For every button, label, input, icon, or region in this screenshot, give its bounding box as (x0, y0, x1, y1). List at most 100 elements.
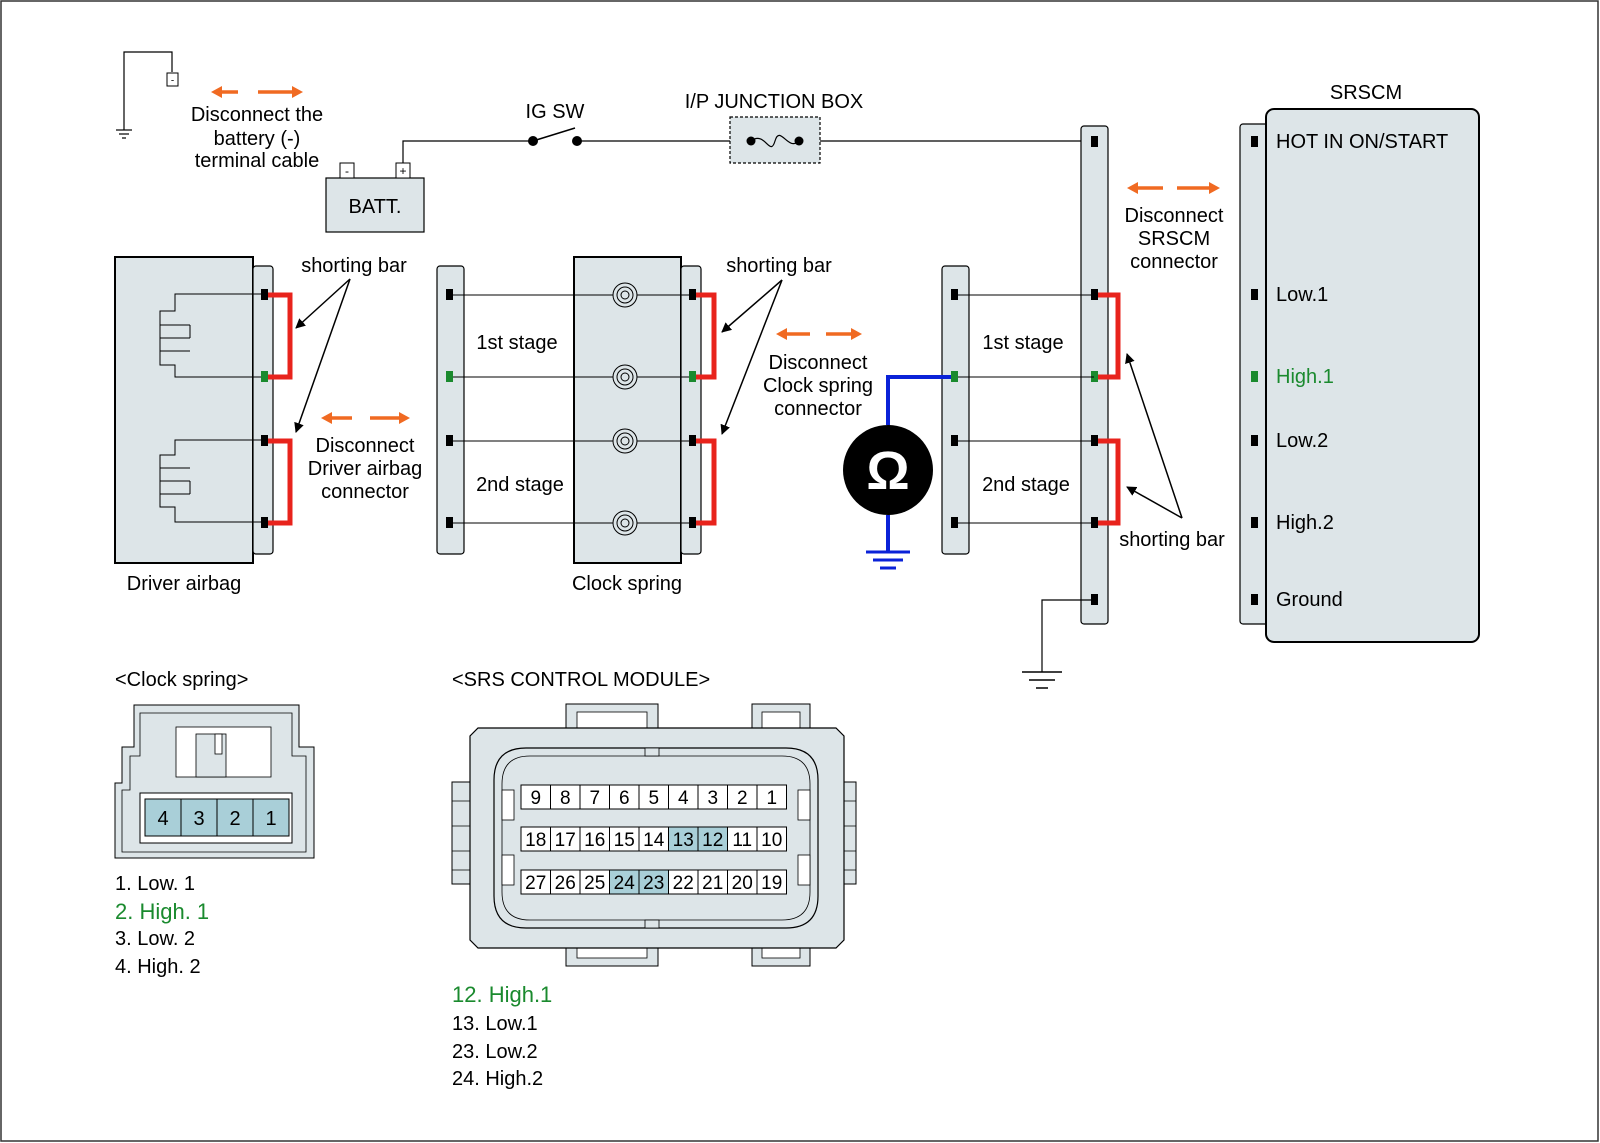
srscm-pin-low1: Low.1 (1276, 284, 1328, 306)
srscm-pin-low2: Low.2 (1276, 430, 1328, 452)
driver-airbag-body (114, 256, 254, 564)
clock-spring-pin-1: 1 (265, 808, 276, 830)
srs-pin-label: 27 (525, 873, 546, 894)
srs-pin-label: 16 (584, 830, 605, 851)
srs-pin-label: 9 (530, 788, 541, 809)
srs-pin-cell (520, 869, 551, 895)
srscm-harness-connector (1022, 125, 1121, 689)
clock-spring-connector-title: <Clock spring> (115, 669, 248, 691)
srs-pin-label: 11 (732, 830, 752, 851)
battery-disconnect-arrow (211, 86, 303, 98)
srs-pin-cell (668, 826, 699, 852)
srs-pin-cell (727, 826, 758, 852)
clock-spring-pin-3: 3 (193, 808, 204, 830)
driver-airbag-shorting-bar-label: shorting bar (301, 255, 407, 277)
srscm-body (1265, 108, 1480, 643)
srs-pin-label: 19 (761, 873, 782, 894)
harness-1st-stage-label: 1st stage (982, 332, 1063, 354)
srs-module-legend-3: 23. Low.2 (452, 1041, 538, 1063)
clock-spring: 1st stage 2nd stage Clock spring (436, 256, 717, 595)
coil-icon (612, 428, 638, 454)
srs-pin-label: 25 (584, 873, 605, 894)
srs-pin-cell (756, 869, 787, 895)
srscm-disconnect-arrow (1127, 182, 1220, 194)
srs-pin-label: 5 (648, 788, 659, 809)
ohmmeter: Ω (843, 375, 951, 570)
junction-box-label: I/P JUNCTION BOX (685, 91, 864, 113)
srscm-pin-high1: High.1 (1276, 366, 1334, 388)
srscm-disconnect-line-3: connector (1130, 251, 1218, 273)
srs-module-legend-4: 24. High.2 (452, 1068, 543, 1090)
driver-airbag-disconnect-line-1: Disconnect (316, 435, 415, 457)
srs-pin-cell (756, 826, 787, 852)
srs-pin-cell (638, 869, 669, 895)
battery-minus-sign: - (171, 76, 174, 87)
battery-terminal-plus: + (399, 164, 406, 178)
srscm-shorting-bar-label: shorting bar (1119, 529, 1225, 551)
driver-airbag-disconnect-line-2: Driver airbag (308, 458, 422, 480)
driver-airbag-disconnect-arrow (321, 412, 410, 424)
clock-spring-disconnect-line-3: connector (774, 398, 862, 420)
battery-label: BATT. (349, 196, 402, 218)
coil-icon (612, 364, 638, 390)
srs-pin-cell (727, 869, 758, 895)
srs-pin-label: 7 (589, 788, 600, 809)
battery-section: - Disconnect the battery (-) terminal ca… (116, 51, 530, 233)
srs-pin-label: 26 (555, 873, 576, 894)
srs-pin-cell (520, 826, 551, 852)
srs-pin-cell (668, 784, 699, 810)
ohmmeter-icon (843, 425, 933, 515)
clock-spring-disconnect-arrow (776, 328, 862, 340)
srs-pin-cell (609, 784, 640, 810)
srs-pin-label: 2 (737, 788, 748, 809)
srs-pin-label: 12 (702, 830, 723, 851)
srs-pin-cell (697, 784, 728, 810)
clock-spring-disconnect-line-2: Clock spring (763, 375, 873, 397)
srscm-module: SRSCM HOT IN ON/START Low.1 High.1 Low.2… (1125, 82, 1480, 643)
clock-spring-legend-2: 2. High. 1 (115, 899, 209, 924)
srs-pin-label: 15 (614, 830, 635, 851)
srs-pin-label: 14 (643, 830, 665, 851)
srs-pin-label: 20 (732, 873, 753, 894)
srs-pin-label: 4 (678, 788, 689, 809)
srs-pin-cell (550, 869, 581, 895)
srs-pin-label: 1 (766, 788, 777, 809)
srscm-pin-hot-in: HOT IN ON/START (1276, 131, 1448, 153)
srs-pin-label: 18 (525, 830, 546, 851)
clock-spring-pin-4: 4 (157, 808, 168, 830)
srs-pin-cell (697, 826, 728, 852)
srs-module-legend-2: 13. Low.1 (452, 1013, 538, 1035)
clock-spring-legend-1: 1. Low. 1 (115, 873, 195, 895)
srs-module-connector-title: <SRS CONTROL MODULE> (452, 669, 710, 691)
ig-sw-label: IG SW (526, 101, 585, 123)
srs-pin-cell (520, 784, 551, 810)
srs-pin-label: 13 (673, 830, 694, 851)
clock-spring-2nd-stage-label: 2nd stage (476, 474, 564, 496)
clock-spring-shorting-bar-label: shorting bar (726, 255, 832, 277)
clock-spring-label: Clock spring (572, 573, 682, 595)
srs-pin-label: 21 (702, 873, 723, 894)
srs-pin-label: 3 (707, 788, 718, 809)
driver-airbag: Driver airbag (114, 256, 293, 595)
srscm-disconnect-line-2: SRSCM (1138, 228, 1210, 250)
srs-pin-cell (609, 826, 640, 852)
driver-airbag-label: Driver airbag (127, 573, 241, 595)
clock-spring-legend-3: 3. Low. 2 (115, 928, 195, 950)
coil-icon (612, 510, 638, 536)
srs-pin-label: 23 (643, 873, 664, 894)
srs-pin-cell (697, 869, 728, 895)
battery-note-line-2: battery (-) (214, 128, 301, 150)
junction-box: I/P JUNCTION BOX (685, 91, 1094, 164)
srs-pin-cell (609, 869, 640, 895)
srs-module-legend-1: 12. High.1 (452, 982, 552, 1007)
srs-pin-cell (668, 869, 699, 895)
battery-terminal-minus: - (345, 164, 349, 178)
clock-spring-pin-2: 2 (229, 808, 240, 830)
srscm-title: SRSCM (1330, 82, 1402, 104)
coil-icon (612, 282, 638, 308)
battery-box (325, 177, 425, 233)
ignition-switch: IG SW (526, 101, 730, 146)
srs-pin-label: 17 (555, 830, 576, 851)
